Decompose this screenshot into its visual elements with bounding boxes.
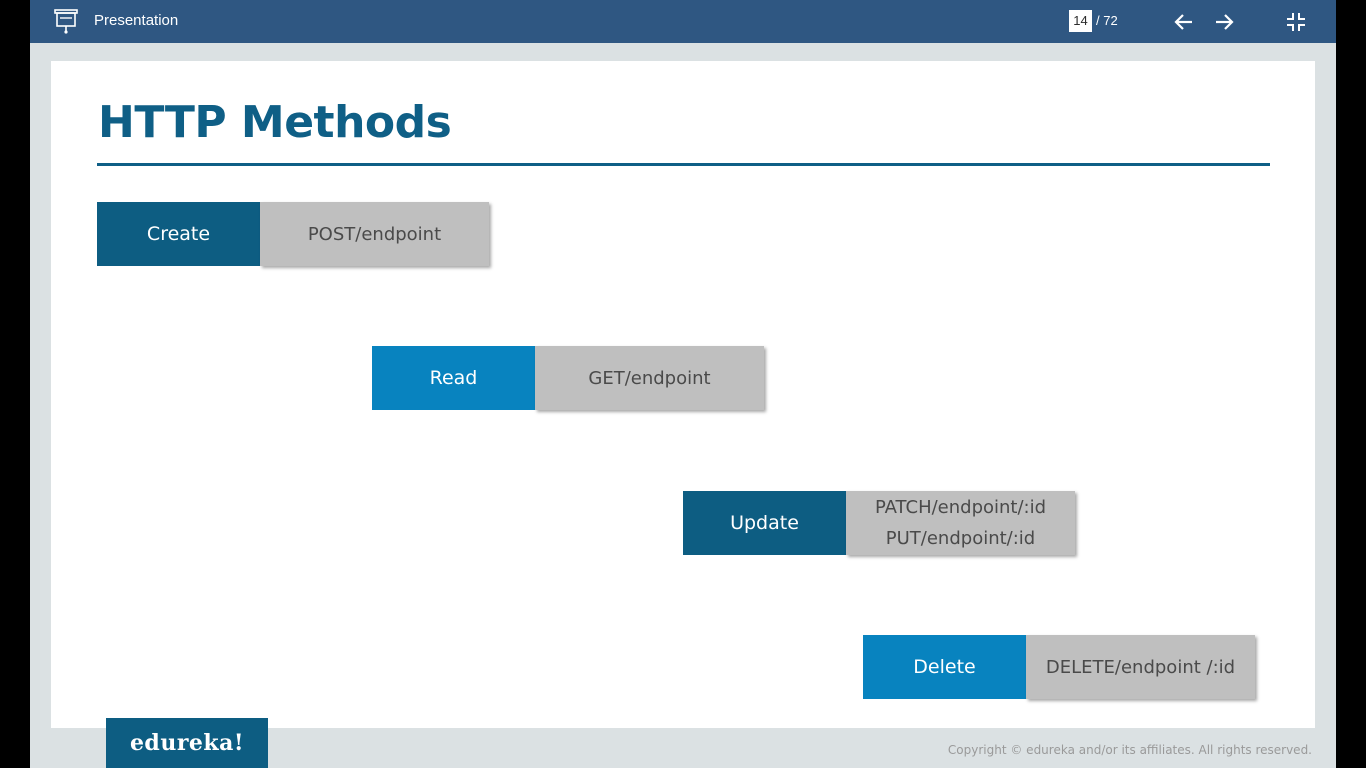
presentation-viewer: Presentation 14 / 72 HTTP Methods [30, 0, 1336, 768]
method-row-read: Read GET/endpoint [372, 346, 764, 410]
app-title: Presentation [94, 12, 179, 29]
method-label-delete: Delete [863, 635, 1026, 699]
previous-slide-button[interactable] [1173, 11, 1195, 33]
method-label-read: Read [372, 346, 535, 410]
copyright-notice: Copyright © edureka and/or its affiliate… [947, 743, 1312, 757]
brand-logo: edureka! [106, 718, 268, 768]
viewer-toolbar: Presentation 14 / 72 [30, 0, 1336, 43]
method-row-update: Update PATCH/endpoint/:id PUT/endpoint/:… [683, 491, 1075, 555]
exit-fullscreen-button[interactable] [1285, 11, 1307, 33]
total-pages: / 72 [1096, 13, 1118, 28]
title-divider [97, 163, 1270, 166]
method-path-update: PATCH/endpoint/:id PUT/endpoint/:id [846, 491, 1075, 555]
path-text: GET/endpoint [588, 367, 711, 389]
method-label-create: Create [97, 202, 260, 266]
collapse-icon [1287, 13, 1305, 31]
arrow-right-icon [1216, 14, 1234, 30]
method-path-read: GET/endpoint [535, 346, 764, 410]
method-label-update: Update [683, 491, 846, 555]
method-path-create: POST/endpoint [260, 202, 489, 266]
path-text: PUT/endpoint/:id [885, 528, 1036, 549]
method-row-delete: Delete DELETE/endpoint /:id [863, 635, 1255, 699]
next-slide-button[interactable] [1213, 11, 1235, 33]
path-text: POST/endpoint [307, 223, 442, 245]
current-page-input[interactable]: 14 [1069, 10, 1092, 32]
slide-canvas: HTTP Methods Create POST/endpoint Read G… [51, 61, 1315, 728]
path-text: DELETE/endpoint /:id [1045, 656, 1236, 678]
method-path-delete: DELETE/endpoint /:id [1026, 635, 1255, 699]
method-row-create: Create POST/endpoint [97, 202, 489, 266]
slide-title: HTTP Methods [98, 97, 452, 148]
arrow-left-icon [1174, 14, 1192, 30]
path-text: PATCH/endpoint/:id [874, 497, 1047, 518]
presentation-icon [54, 9, 78, 35]
